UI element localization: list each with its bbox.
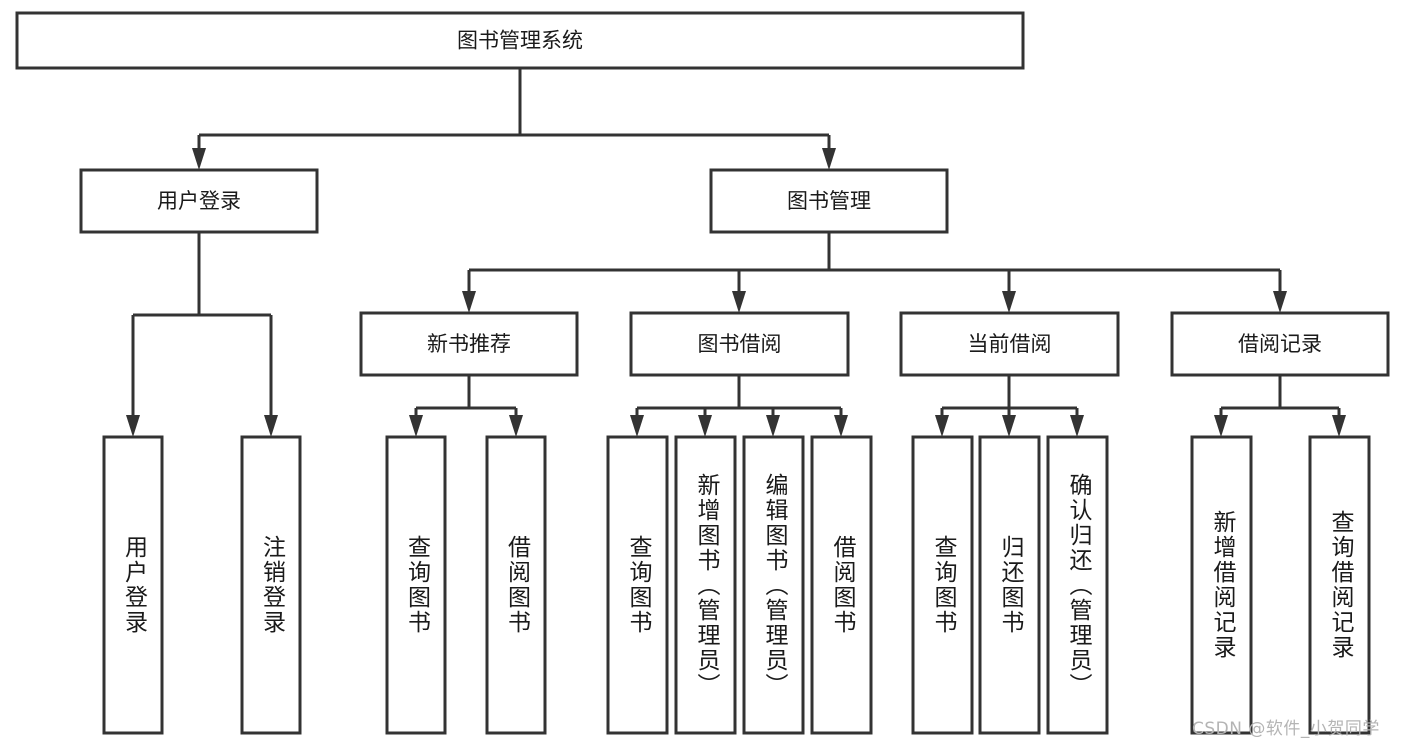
node-leaf-8[interactable] — [911, 435, 974, 735]
group-0-leaf-arrow-0-head — [409, 415, 423, 437]
mgmt-branch-arrow-3-head — [1273, 291, 1287, 313]
node-leaf-2[interactable] — [385, 435, 447, 735]
node-leaf-3[interactable] — [485, 435, 547, 735]
watermark-text: CSDN @软件_小贺同学 — [1192, 719, 1380, 739]
node-root-label: 图书管理系统 — [457, 29, 583, 53]
node-leaf-4[interactable] — [606, 435, 669, 735]
node-level3-0[interactable] — [359, 311, 579, 377]
group-2-leaf-arrow-2-head — [1070, 415, 1084, 437]
login-leaf-arrow-0-head — [126, 415, 140, 437]
mgmt-branch-arrow-0-head — [462, 291, 476, 313]
node-leaf-12[interactable] — [1308, 435, 1371, 735]
connectors-layer — [126, 68, 1346, 437]
node-level2-label-0: 用户登录 — [157, 189, 241, 213]
node-leaf-1[interactable] — [240, 435, 302, 735]
node-root[interactable] — [15, 11, 1025, 70]
node-level3-1[interactable] — [629, 311, 850, 377]
group-1-leaf-arrow-3-head — [834, 415, 848, 437]
node-level3-label-3: 借阅记录 — [1238, 332, 1322, 356]
node-level3-label-1: 图书借阅 — [698, 332, 782, 356]
node-level2-1[interactable] — [709, 168, 949, 234]
node-leaf-7[interactable] — [810, 435, 873, 735]
node-leaf-0[interactable] — [102, 435, 164, 735]
root-branch-arrow-1-head — [822, 148, 836, 170]
node-leaf-6[interactable] — [742, 435, 805, 735]
node-level3-2[interactable] — [899, 311, 1120, 377]
root-branch-arrow-0-head — [192, 148, 206, 170]
group-3-leaf-arrow-1-head — [1332, 415, 1346, 437]
group-3-leaf-arrow-0-head — [1214, 415, 1228, 437]
group-1-leaf-arrow-1-head — [698, 415, 712, 437]
group-1-leaf-arrow-0-head — [630, 415, 644, 437]
node-level2-label-1: 图书管理 — [787, 189, 871, 213]
login-leaf-arrow-1-head — [264, 415, 278, 437]
node-level3-3[interactable] — [1170, 311, 1390, 377]
node-leaf-11[interactable] — [1190, 435, 1253, 735]
node-leaf-9[interactable] — [978, 435, 1041, 735]
group-2-leaf-arrow-0-head — [935, 415, 949, 437]
mgmt-branch-arrow-2-head — [1002, 291, 1016, 313]
node-level3-label-0: 新书推荐 — [427, 332, 511, 356]
group-2-leaf-arrow-1-head — [1002, 415, 1016, 437]
node-level2-0[interactable] — [79, 168, 319, 234]
boxes-layer — [15, 11, 1390, 735]
node-leaf-5[interactable] — [674, 435, 737, 735]
group-0-leaf-arrow-1-head — [509, 415, 523, 437]
node-leaf-10[interactable] — [1046, 435, 1109, 735]
node-level3-label-2: 当前借阅 — [968, 332, 1052, 356]
group-1-leaf-arrow-2-head — [766, 415, 780, 437]
mgmt-branch-arrow-1-head — [732, 291, 746, 313]
